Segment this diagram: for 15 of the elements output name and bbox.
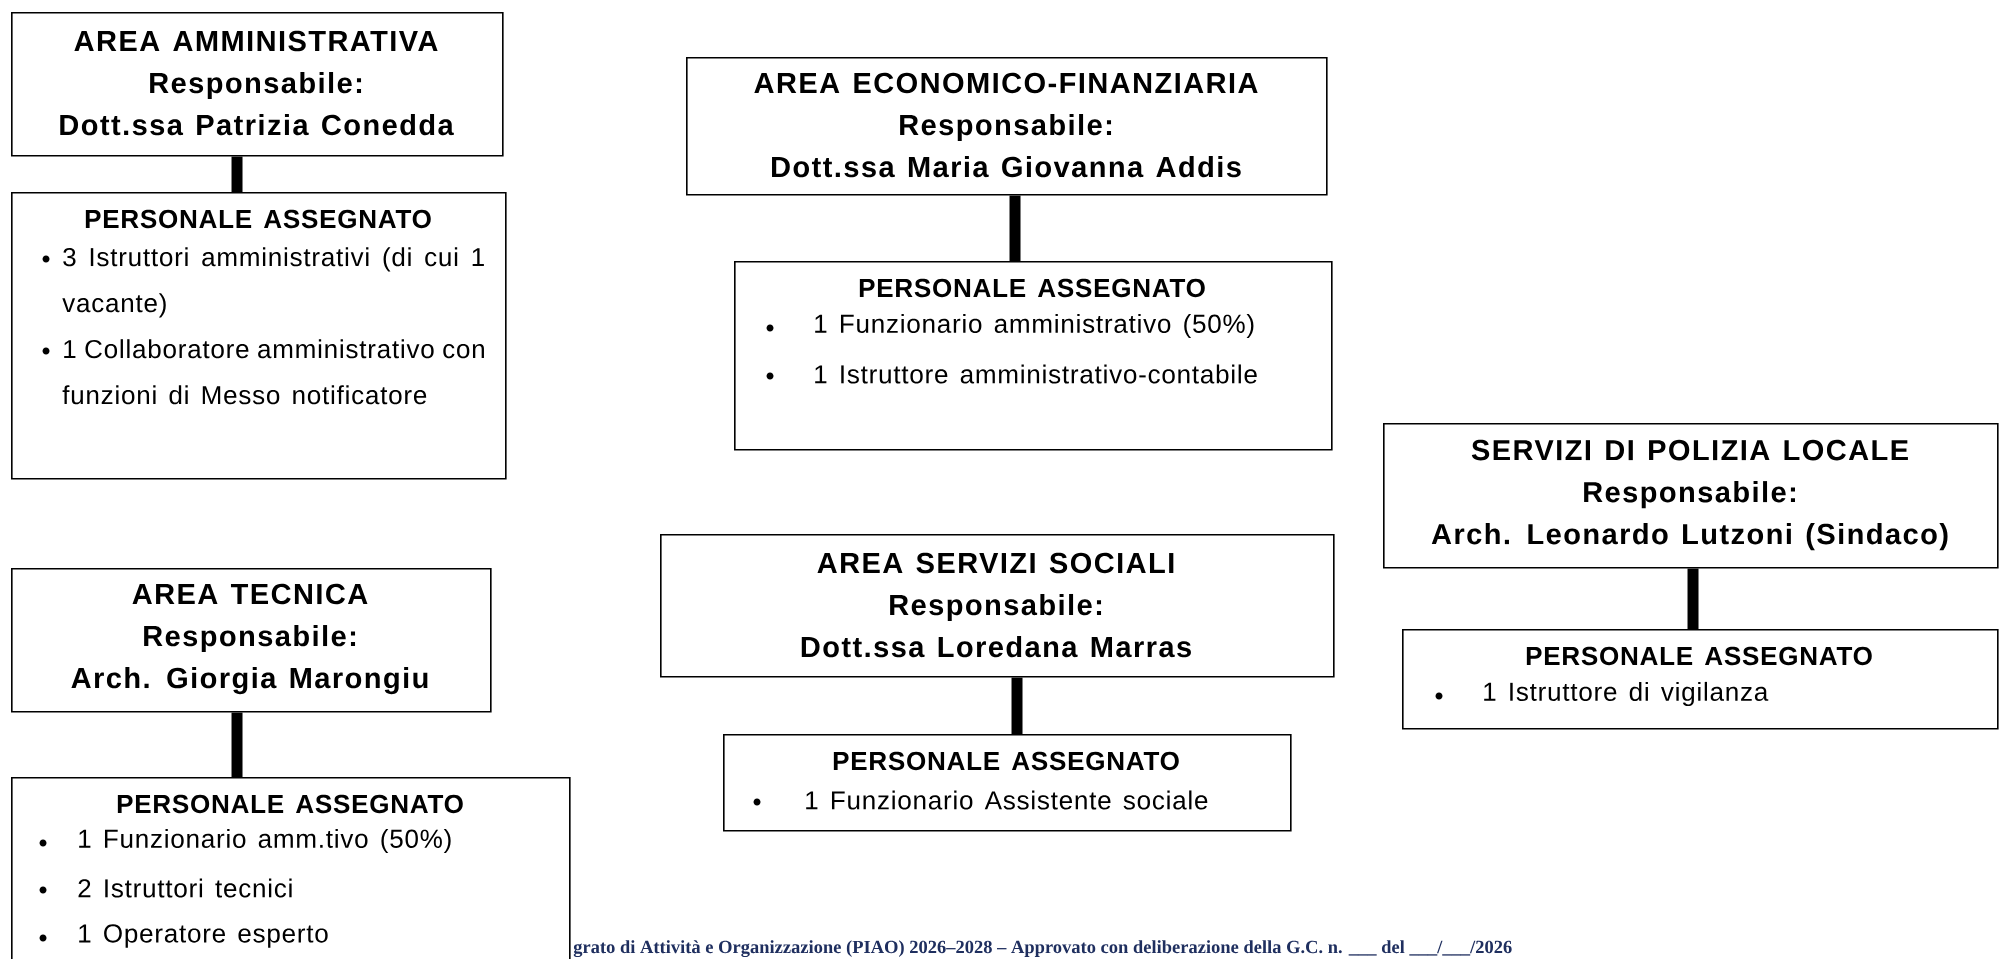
staff-box: PERSONALE ASSEGNATO 1 Istruttore di vigilanza bbox=[1402, 629, 1999, 730]
staff-box: PERSONALE ASSEGNATO 1 Funzionario Assistente sociale bbox=[723, 734, 1292, 832]
staff-box: PERSONALE ASSEGNATO 3 Istruttori amministrativi (di cui 1 vacante) 1 Collaboratore amministrativo con funzioni di Messo notificatore bbox=[11, 192, 507, 480]
connector-line bbox=[1009, 195, 1021, 261]
area-box: AREA TECNICA Responsabile: Arch. Giorgia Marongiu bbox=[11, 568, 492, 713]
area-box: AREA SERVIZI SOCIALI Responsabile: Dott.ssa Loredana Marras bbox=[660, 534, 1335, 678]
area-box: AREA ECONOMICO-FINANZIARIA Responsabile: Dott.ssa Maria Giovanna Addis bbox=[686, 57, 1328, 196]
connector-line bbox=[1011, 677, 1023, 734]
connector-line bbox=[1687, 568, 1699, 629]
connector-line bbox=[231, 156, 243, 192]
area-box: SERVIZI DI POLIZIA LOCALE Responsabile: Arch. Leonardo Lutzoni (Sindaco) bbox=[1383, 423, 1999, 569]
area-box: AREA AMMINISTRATIVA Responsabile: Dott.ssa Patrizia Conedda bbox=[11, 12, 504, 157]
staff-box: PERSONALE ASSEGNATO 1 Funzionario amm.tivo (50%) 2 Istruttori tecnici 1 Operatore esperto bbox=[11, 777, 571, 959]
connector-line bbox=[231, 712, 243, 777]
staff-box: PERSONALE ASSEGNATO 1 Funzionario amministrativo (50%) 1 Istruttore amministrativo-contabile bbox=[734, 261, 1333, 451]
